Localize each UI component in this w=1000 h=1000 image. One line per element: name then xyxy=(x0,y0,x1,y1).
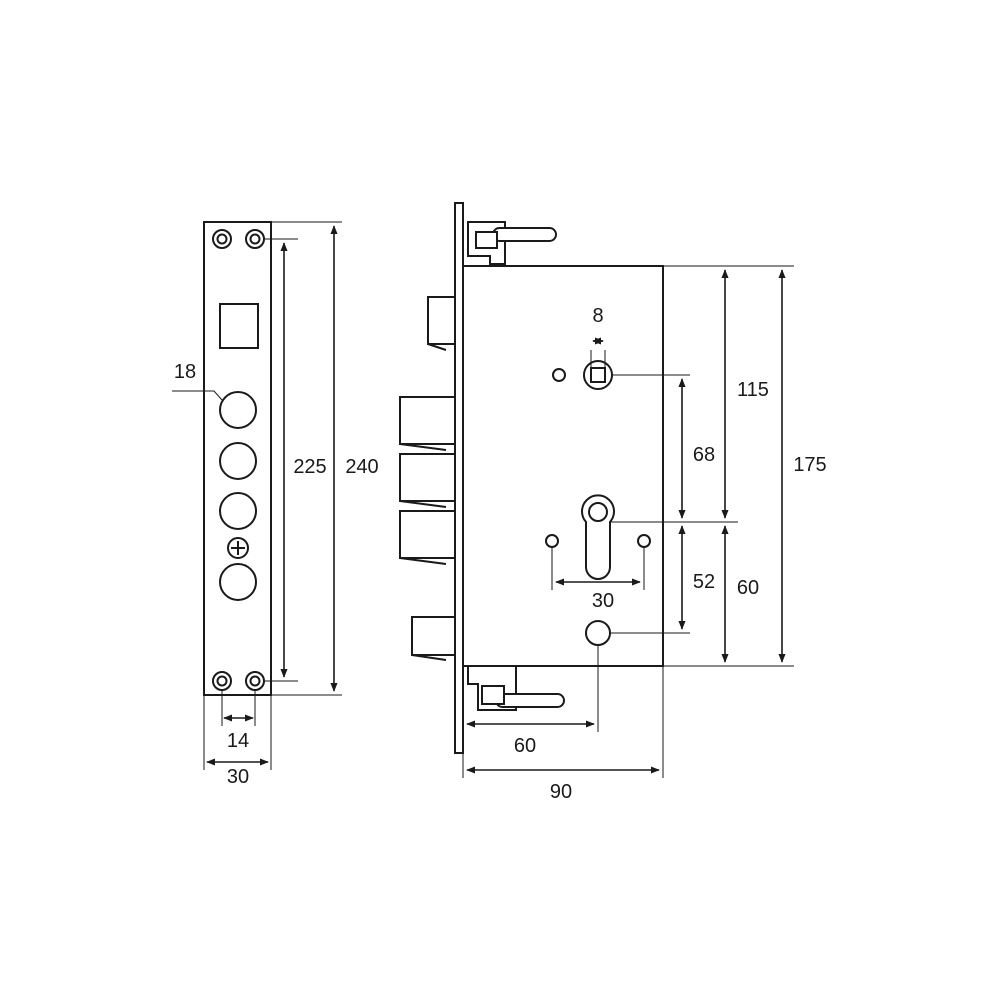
bolt-1 xyxy=(399,396,457,445)
bolt-top xyxy=(427,296,457,345)
dim-label-30-cylinder: 30 xyxy=(592,590,614,612)
bolt-2 xyxy=(399,453,457,502)
dim-label-14: 14 xyxy=(227,730,249,752)
dim-label-90: 90 xyxy=(550,781,572,803)
dim-label-115: 115 xyxy=(737,379,769,401)
forend-plate xyxy=(454,202,464,754)
bolt-bottom xyxy=(411,616,457,656)
faceplate: 18 225 240 14 30 xyxy=(172,221,379,788)
dim-label-60-vertical: 60 xyxy=(737,577,759,599)
dim-label-18: 18 xyxy=(174,361,196,383)
faceplate-outline xyxy=(203,221,272,696)
faceplate-top-screws xyxy=(212,229,265,249)
dim-label-240: 240 xyxy=(345,456,378,478)
lock-body-side-view: 8 68 52 115 60 175 30 60 90 xyxy=(399,202,827,803)
bottom-rod-connector xyxy=(467,665,565,711)
faceplate-bolt-holes xyxy=(219,391,257,601)
faceplate-extension-lines xyxy=(172,221,342,770)
top-rod-connector xyxy=(467,221,557,265)
dim-label-52: 52 xyxy=(693,571,715,593)
faceplate-bottom-screws xyxy=(212,671,265,691)
dim-label-30-faceplate: 30 xyxy=(227,766,249,788)
lock-case xyxy=(462,265,664,667)
faceplate-latch-opening xyxy=(219,303,259,349)
dim-label-60-backset: 60 xyxy=(514,735,536,757)
faceplate-cross-screw-icon xyxy=(227,537,249,559)
dim-label-68: 68 xyxy=(693,444,715,466)
dim-label-225: 225 xyxy=(293,456,326,478)
lock-extension-lines xyxy=(462,265,794,778)
bolt-3 xyxy=(399,510,457,559)
dim-label-8: 8 xyxy=(592,305,603,327)
dim-label-175: 175 xyxy=(793,454,826,476)
